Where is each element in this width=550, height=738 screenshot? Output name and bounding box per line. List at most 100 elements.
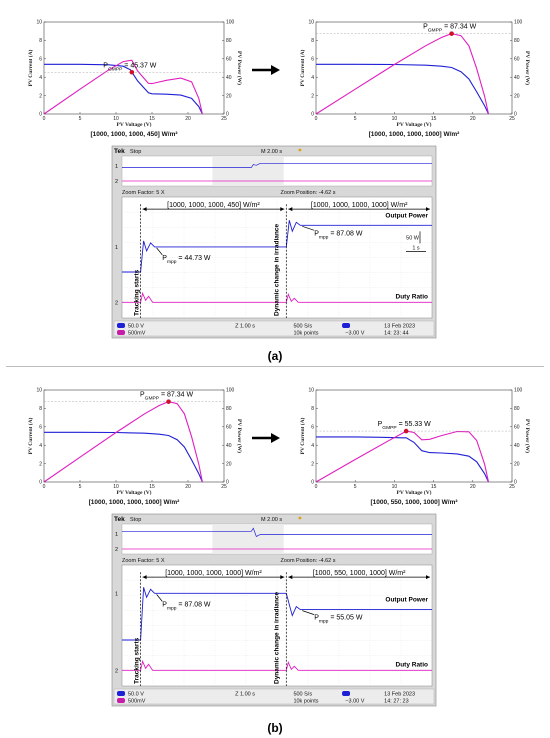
y2-tick-label: 40 (514, 75, 520, 81)
scope-timebase: M 2.00 s (261, 149, 282, 155)
segment-right-arrow-head-l (288, 575, 293, 580)
sample-rate: 500 S/s (293, 692, 312, 698)
zoom-factor: Zoom Factor: 5 X (122, 558, 165, 564)
y-axis-label: PV Current (A) (27, 49, 34, 86)
mpp-right-label-rest: = 55.05 W (328, 615, 362, 622)
y-tick-label: 6 (311, 425, 314, 431)
tracking-label: Tracking starts (134, 269, 141, 316)
record-points: 10k points (293, 331, 318, 337)
mpp-label-main: P (423, 24, 428, 31)
ch1-marker-top: 1 (115, 532, 118, 538)
x-tick-label: 25 (509, 484, 515, 490)
y2-tick-label: 20 (226, 461, 232, 467)
irradiance-label: [1000, 550, 1000, 1000] W/m² (370, 499, 458, 506)
mpp-label-sub: GMPP (382, 425, 396, 431)
dynamic-label: Dynamic change in irradiance (273, 223, 280, 316)
scale-t-label: 1 s (412, 245, 420, 251)
mpp-right-label-rest: = 87.08 W (328, 230, 362, 237)
x-tick-label: 10 (113, 116, 119, 122)
y-tick-label: 8 (39, 406, 42, 412)
y-axis-label: PV Current (A) (299, 49, 306, 86)
mpp-right-label-main: P (314, 230, 319, 237)
output-power-label: Output Power (385, 212, 428, 219)
y-tick-label: 6 (39, 425, 42, 431)
segment-right-bg (294, 568, 424, 577)
y2-tick-label: 100 (226, 20, 235, 26)
mpp-left-pointer (156, 594, 163, 602)
dynamic-label: Dynamic change in irradiance (273, 591, 280, 684)
x-tick-label: 5 (354, 116, 357, 122)
mpp-left-label-sub: mpp (167, 606, 177, 611)
zoom-time: Z 1.00 s (235, 324, 255, 330)
y2-tick-label: 100 (514, 20, 523, 26)
irradiance-label: [1000, 1000, 1000, 1000] W/m² (89, 499, 181, 506)
y2-tick-label: 40 (514, 443, 520, 449)
segment-right-label: [1000, 550, 1000, 1000] W/m² (313, 570, 406, 577)
output-power-trace (122, 220, 432, 273)
mpp-left-label: Pmpp = 87.08 W (162, 601, 211, 611)
irradiance-label: [1000, 1000, 1000, 1000] W/m² (369, 131, 461, 138)
ch2-badge (117, 330, 125, 335)
scale-v-label: 50 W (406, 235, 420, 241)
y-axis-label: PV Current (A) (299, 417, 306, 454)
y-tick-label: 2 (311, 93, 314, 99)
y-tick-label: 10 (308, 388, 314, 394)
record-points: 10k points (293, 699, 318, 705)
scope-timebase: M 2.00 s (261, 517, 282, 523)
x-tick-label: 10 (113, 484, 119, 490)
x-tick-label: 15 (431, 116, 437, 122)
trigger-level: −3.00 V (345, 331, 364, 337)
y2-tick-label: 40 (226, 75, 232, 81)
x-tick-label: 20 (185, 116, 191, 122)
y2-tick-label: 80 (226, 406, 232, 412)
mpp-label-rest: = 87.34 W (442, 24, 476, 31)
y2-tick-label: 0 (514, 112, 517, 118)
x-tick-label: 0 (43, 484, 46, 490)
segment-right-arrow-head-l (288, 207, 293, 212)
y2-tick-label: 60 (226, 57, 232, 63)
duty-ratio-trace (122, 659, 432, 671)
mpp-label-sub: GMPP (428, 27, 442, 33)
series-line-power (315, 430, 490, 483)
x-tick-label: 5 (354, 484, 357, 490)
duty-ratio-trace (122, 291, 432, 303)
x-axis-label: PV Voltage (V) (396, 121, 431, 128)
plot-frame (43, 389, 225, 483)
y-tick-label: 4 (311, 75, 314, 81)
y-tick-label: 10 (36, 20, 42, 26)
y2-tick-label: 20 (514, 93, 520, 99)
y-tick-label: 2 (39, 461, 42, 467)
mpp-label: PGMPP = 87.34 W (140, 392, 194, 402)
segment-left-arrow-head-l (142, 207, 147, 212)
ch1-scale: 50.0 V (128, 692, 144, 698)
mpp-right-pointer (302, 610, 315, 615)
y2-tick-label: 20 (226, 93, 232, 99)
y2-axis-label: PV Power (W) (236, 51, 243, 85)
y2-tick-label: 80 (514, 38, 520, 44)
mpp-label-main: P (140, 392, 145, 399)
y2-tick-label: 20 (514, 461, 520, 467)
panel-label-b: (b) (267, 721, 282, 735)
ch1-badge (117, 691, 125, 696)
x-tick-label: 25 (509, 116, 515, 122)
mpp-marker (403, 428, 409, 434)
ch2-marker-top: 2 (115, 179, 118, 185)
capture-date: 13 Feb 2023 (384, 692, 415, 698)
transition-arrow-head (271, 65, 280, 75)
y-axis-label: PV Current (A) (27, 417, 34, 454)
x-tick-label: 10 (392, 116, 398, 122)
series-line-current (44, 431, 203, 483)
y-tick-label: 6 (311, 57, 314, 63)
x-tick-label: 25 (221, 484, 227, 490)
mpp-right-label: Pmpp = 87.08 W (314, 230, 363, 240)
segment-right-label: [1000, 1000, 1000, 1000] W/m² (311, 202, 408, 209)
mpp-label: PGMPP = 87.34 W (423, 24, 477, 34)
mpp-label-rest: = 55.33 W (397, 421, 431, 428)
x-tick-label: 15 (149, 484, 155, 490)
x-tick-label: 20 (185, 484, 191, 490)
x-tick-label: 10 (392, 484, 398, 490)
